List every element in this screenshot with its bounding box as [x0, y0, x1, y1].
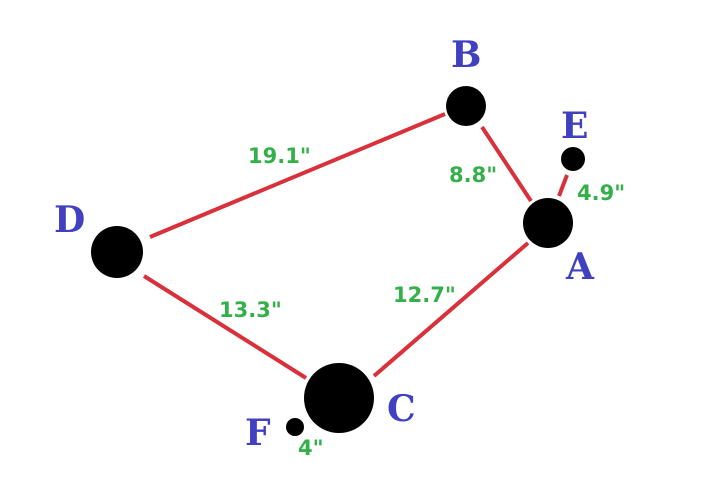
- edge-line-a-c: [372, 241, 530, 378]
- edge-label-d-c: 13.3": [219, 298, 282, 322]
- nodes: [91, 86, 585, 436]
- edge-labels: 19.1" 8.8" 4.9" 12.7" 13.3" 4": [219, 144, 625, 460]
- node-a: [523, 198, 573, 248]
- edge-line-d-b: [149, 112, 446, 239]
- edge-label-c-f: 4": [298, 436, 324, 460]
- node-label-b: B: [451, 34, 481, 76]
- edge-line-a-e: [557, 174, 569, 197]
- node-label-e: E: [561, 105, 588, 147]
- node-d: [91, 226, 143, 278]
- edge-line-d-c: [142, 274, 308, 380]
- edge-label-a-c: 12.7": [393, 283, 456, 307]
- node-c: [304, 363, 374, 433]
- edge-lines: [142, 112, 569, 380]
- node-label-f: F: [245, 412, 271, 454]
- edge-line-b-a: [480, 125, 533, 203]
- node-label-c: C: [387, 388, 416, 430]
- node-label-d: D: [54, 199, 85, 241]
- edge-label-a-e: 4.9": [577, 181, 625, 205]
- edge-label-b-a: 8.8": [449, 163, 497, 187]
- node-f: [286, 418, 304, 436]
- node-b: [446, 86, 486, 126]
- node-labels: A B C D E F: [54, 34, 595, 454]
- node-label-a: A: [565, 246, 595, 288]
- node-e: [561, 147, 585, 171]
- edge-label-d-b: 19.1": [248, 144, 311, 168]
